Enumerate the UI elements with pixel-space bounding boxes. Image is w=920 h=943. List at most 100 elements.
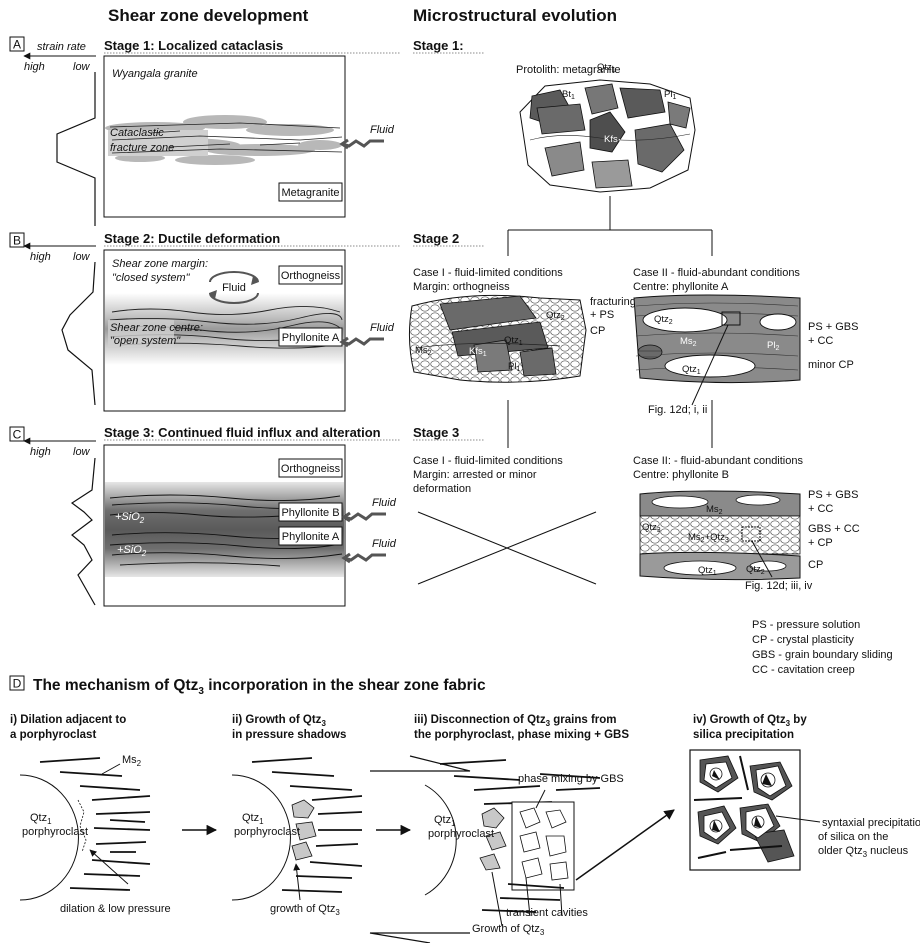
phyllonite-a-label-b: Phyllonite A (282, 332, 340, 344)
fluid-arrow-c2 (344, 554, 386, 562)
step-1-sketch: Ms2 Qtz1 porphyroclast dilation & low pr… (20, 754, 171, 915)
gbs-cc-label: GBS + CC (808, 523, 860, 535)
right-column-header: Microstructural evolution (413, 6, 617, 25)
left-column-header: Shear zone development (108, 6, 309, 25)
step-3-to-4-arrow (576, 810, 674, 880)
strain-rate-profile-a (57, 72, 95, 226)
dilation-label: dilation & low pressure (60, 903, 171, 915)
step-1-ms2-label: Ms2 (122, 754, 142, 768)
cataclastic-label-1: Cataclastic (110, 127, 164, 139)
stage-1-title: Stage 1: Localized cataclasis (104, 38, 283, 53)
legend-gbs: GBS - grain boundary sliding (752, 649, 893, 661)
case1-s2-line2: Margin: orthogneiss (413, 281, 510, 293)
s3-ms-qtz-label: Ms2+Qtz3 (688, 532, 729, 544)
step-4-sketch: syntaxial precipitation of silica on the… (690, 750, 920, 870)
panel-c: C high low Stage 3: Continued fluid infl… (10, 425, 400, 606)
syntaxial-label-3: older Qtz3 nucleus (818, 845, 909, 859)
case1-stage2-sketch: Ms2 Kfs1 Qtz1 Qtz2 Pl1 (409, 295, 586, 382)
step-3-sketch: Qtz1 porphyroclast phase mixing by GBS t… (370, 756, 624, 943)
margin-label-1: Shear zone margin: (112, 258, 208, 270)
legend-cc: CC - cavitation creep (752, 664, 855, 676)
margin-label-2: "closed system" (112, 272, 191, 284)
step-1-line1: i) Dilation adjacent to (10, 714, 126, 726)
panel-c-letter: C (13, 428, 22, 442)
protolith-pl-label: Pl1 (664, 89, 676, 101)
centre-label-1: Shear zone centre: (110, 322, 203, 334)
fluid-label-c2: Fluid (372, 538, 397, 550)
high-label-c: high (30, 446, 51, 458)
case2-s3-line2: Centre: phyllonite B (633, 469, 729, 481)
panel-a: A strain rate high low Stage 1: Localize… (10, 37, 400, 226)
micro-stage-3: Stage 3 (413, 425, 459, 440)
step-3-qtz1-label: Qtz1 (434, 814, 456, 828)
step-3-line2: the porphyroclast, phase mixing + GBS (414, 729, 629, 741)
panel-d: D The mechanism of Qtz3 incorporation in… (10, 676, 920, 943)
step-1-porphyroclast-label: porphyroclast (22, 826, 88, 838)
fluid-label-a: Fluid (370, 124, 395, 136)
low-label-c: low (73, 446, 91, 458)
fluid-arrow-a (342, 140, 384, 148)
case2-stage3-sketch: Ms2 Qtz3 Ms2+Qtz3 Qtz1 Qtz2 (640, 491, 800, 580)
minor-cp-label: minor CP (808, 359, 854, 371)
case2-s2-line1: Case II - fluid-abundant conditions (633, 267, 800, 279)
strain-rate-profile-b (62, 262, 95, 405)
micro-stage-2: Stage 2 (413, 231, 459, 246)
strain-rate-profile-c (72, 458, 95, 605)
protolith-sketch: Bt1 Qtz1 Pl1 Kfs1 (520, 62, 695, 192)
plus-ps-label: + PS (590, 309, 614, 321)
plus-cp-label: + CP (808, 537, 833, 549)
case1-s2-line1: Case I - fluid-limited conditions (413, 267, 563, 279)
syntaxial-label-2: of silica on the (818, 831, 888, 843)
growth-ii-label: growth of Qtz3 (270, 903, 340, 917)
low-label-a: low (73, 61, 91, 73)
stage-2-title: Stage 2: Ductile deformation (104, 231, 280, 246)
abbreviation-legend: PS - pressure solution CP - crystal plas… (752, 619, 893, 676)
step-4-line2: silica precipitation (693, 729, 794, 741)
fig-iii-iv-label: Fig. 12d; iii, iv (745, 580, 813, 592)
legend-cp: CP - crystal plasticity (752, 634, 854, 646)
step-2-line2: in pressure shadows (232, 729, 346, 741)
centre-label-2: "open system" (110, 335, 181, 347)
fracturing-label: fracturing (590, 296, 636, 308)
case1-s3-line1: Case I - fluid-limited conditions (413, 455, 563, 467)
phyllonite-a-label-c: Phyllonite A (282, 531, 340, 543)
fluid-arrow-c1 (344, 513, 386, 521)
phase-mixing-label: phase mixing by GBS (518, 773, 624, 785)
ps-gbs-label-s3: PS + GBS (808, 489, 858, 501)
low-label-b: low (73, 251, 91, 263)
fluid-label-b: Fluid (370, 322, 395, 334)
panel-d-letter: D (13, 677, 22, 691)
fluid-arrow-b (342, 338, 384, 346)
panel-b-letter: B (13, 234, 21, 248)
case2-s3-line1: Case II: - fluid-abundant conditions (633, 455, 803, 467)
cp-label-s3: CP (808, 559, 823, 571)
syntaxial-label-1: syntaxial precipitation (822, 817, 920, 829)
case1-s3-line2: Margin: arrested or minor (413, 469, 537, 481)
step-2-line1: ii) Growth of Qtz3 (232, 714, 326, 728)
cataclastic-label-2: fracture zone (110, 142, 174, 154)
transient-cavities-label: transient cavities (506, 907, 588, 919)
micro-stage-1: Stage 1: (413, 38, 464, 53)
high-label-a: high (24, 61, 45, 73)
orthogneiss-label-c: Orthogneiss (281, 463, 341, 475)
high-label-b: high (30, 251, 51, 263)
cp-label-s2: CP (590, 325, 605, 337)
case1-s3-line3: deformation (413, 483, 471, 495)
step-3-porphyroclast-label: porphyroclast (428, 828, 494, 840)
fluid-label-c1: Fluid (372, 497, 397, 509)
panel-a-letter: A (13, 38, 21, 52)
growth-iii-label: Growth of Qtz3 (472, 923, 545, 937)
plus-cc-label-s2: + CC (808, 335, 833, 347)
case1-s3-cross (418, 512, 596, 584)
orthogneiss-label-b: Orthogneiss (281, 270, 341, 282)
panel-b: B high low Stage 2: Ductile deformation … (10, 231, 400, 411)
legend-ps: PS - pressure solution (752, 619, 860, 631)
ps-gbs-label-s2: PS + GBS (808, 321, 858, 333)
step-1-line2: a porphyroclast (10, 729, 96, 741)
case2-stage2-sketch: Qtz2 Ms2 Qtz1 Pl2 (634, 295, 800, 405)
wyangala-granite-label: Wyangala granite (112, 68, 198, 80)
fig-i-ii-label: Fig. 12d; i, ii (648, 404, 707, 416)
step-3-line1: iii) Disconnection of Qtz3 grains from (414, 714, 617, 728)
